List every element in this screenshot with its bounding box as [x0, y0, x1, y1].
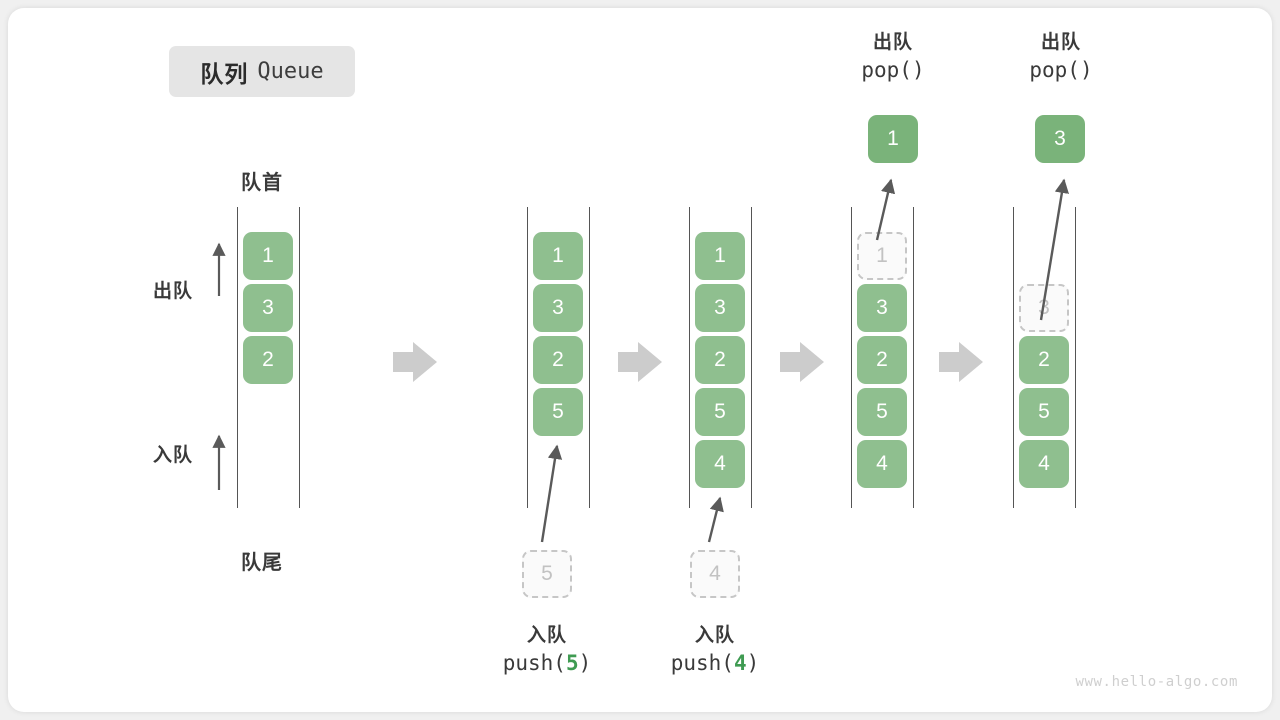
title-chinese: 队列 — [200, 60, 249, 87]
queue-ghost-cell: 5 — [522, 550, 572, 598]
queue-cell: 1 — [243, 232, 293, 280]
operation-code: push(5) — [457, 649, 637, 678]
watermark: www.hello-algo.com — [1075, 674, 1238, 690]
push-5-arrow — [540, 444, 563, 543]
operation-label-cn: 入队 — [694, 625, 735, 646]
operation-fn-close: ) — [578, 651, 592, 676]
enqueue-side-label: 入队 — [153, 445, 194, 466]
operation-code: push(4) — [625, 649, 805, 678]
queue-ghost-cell: 3 — [1019, 284, 1069, 332]
queue-rail-right — [589, 207, 590, 508]
operation-code: pop() — [971, 56, 1151, 85]
queue-cell: 2 — [695, 336, 745, 384]
operation-fn-name: push( — [502, 651, 566, 676]
operation-label-cn: 出队 — [1040, 32, 1081, 53]
operation-caption-push-4: 入队 push(4) — [625, 623, 805, 678]
queue-cell: 2 — [1019, 336, 1069, 384]
push-4-arrow — [707, 496, 724, 543]
queue-rail-left — [527, 207, 528, 508]
operation-fn-close: ) — [1079, 58, 1093, 83]
queue-cell: 3 — [857, 284, 907, 332]
queue-cell-new: 5 — [533, 388, 583, 436]
queue-cell: 3 — [533, 284, 583, 332]
queue-cell: 4 — [1019, 440, 1069, 488]
queue-cell: 3 — [243, 284, 293, 332]
queue-tail-label: 队尾 — [241, 552, 283, 574]
transition-arrow — [780, 342, 824, 382]
popped-cell: 1 — [868, 115, 918, 163]
queue-rail-left — [237, 207, 238, 508]
operation-fn-name: pop( — [1029, 58, 1080, 83]
queue-cell-new: 4 — [695, 440, 745, 488]
dequeue-side-label: 出队 — [153, 281, 194, 302]
queue-cell: 5 — [1019, 388, 1069, 436]
queue-cell: 5 — [857, 388, 907, 436]
title-english: Queue — [257, 59, 324, 84]
diagram-canvas: 队列 Queue 队首 队尾 出队 入队 1 3 2 1 3 2 5 5 入队 … — [8, 8, 1272, 712]
queue-rail-right — [299, 207, 300, 508]
operation-label-cn: 出队 — [872, 32, 913, 53]
queue-rail-left — [851, 207, 852, 508]
operation-caption-push-5: 入队 push(5) — [457, 623, 637, 678]
diagram-title-badge: 队列 Queue — [169, 46, 355, 97]
queue-head-label: 队首 — [241, 172, 283, 194]
queue-cell: 2 — [857, 336, 907, 384]
operation-caption-pop-3: 出队 pop() — [971, 30, 1151, 85]
operation-code: pop() — [803, 56, 983, 85]
transition-arrow — [939, 342, 983, 382]
operation-fn-name: pop( — [861, 58, 912, 83]
arrows-overlay — [212, 178, 1070, 543]
queue-cell: 3 — [695, 284, 745, 332]
operation-fn-close: ) — [911, 58, 925, 83]
queue-ghost-cell: 1 — [857, 232, 907, 280]
queue-cell: 1 — [695, 232, 745, 280]
queue-cell: 2 — [243, 336, 293, 384]
operation-label-cn: 入队 — [526, 625, 567, 646]
queue-cell: 5 — [695, 388, 745, 436]
operation-caption-pop-1: 出队 pop() — [803, 30, 983, 85]
queue-rail-right — [751, 207, 752, 508]
operation-arg: 5 — [565, 651, 579, 676]
queue-ghost-cell: 4 — [690, 550, 740, 598]
popped-cell: 3 — [1035, 115, 1085, 163]
queue-rail-left — [689, 207, 690, 508]
queue-cell: 4 — [857, 440, 907, 488]
transition-arrow — [618, 342, 662, 382]
queue-cell: 1 — [533, 232, 583, 280]
queue-rail-right — [1075, 207, 1076, 508]
operation-arg: 4 — [733, 651, 747, 676]
pop-1-arrow — [875, 178, 896, 241]
operation-fn-close: ) — [746, 651, 760, 676]
transition-arrow — [393, 342, 437, 382]
queue-rail-left — [1013, 207, 1014, 508]
operation-fn-name: push( — [670, 651, 734, 676]
queue-cell: 2 — [533, 336, 583, 384]
queue-rail-right — [913, 207, 914, 508]
